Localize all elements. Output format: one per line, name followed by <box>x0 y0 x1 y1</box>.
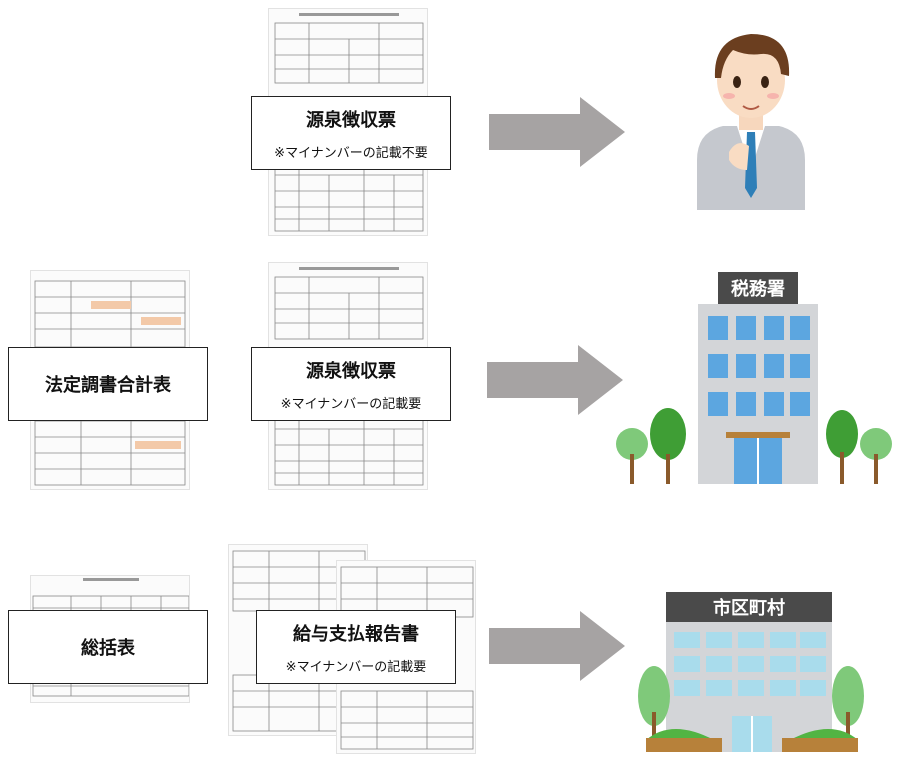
tree-icon <box>638 666 864 740</box>
employee-icon <box>697 34 805 210</box>
municipal-office-sign: 市区町村 <box>666 592 832 622</box>
municipal-office-building-icon: 市区町村 <box>632 592 872 754</box>
summary-box: 総括表 <box>8 610 208 684</box>
arrow-right-icon <box>489 611 625 681</box>
withholding-slip-box-2: 源泉徴収票 ※マイナンバーの記載要 <box>251 347 451 421</box>
box-note: ※マイナンバーの記載要 <box>285 659 427 675</box>
tree-icon <box>616 408 892 484</box>
arrow-right-icon <box>489 97 625 167</box>
box-note: ※マイナンバーの記載要 <box>280 396 422 412</box>
box-title: 源泉徴収票 <box>306 360 396 382</box>
box-title: 総括表 <box>81 638 135 659</box>
box-title: 給与支払報告書 <box>293 623 419 645</box>
salary-report-box: 給与支払報告書 ※マイナンバーの記載要 <box>256 610 456 684</box>
withholding-slip-box-1: 源泉徴収票 ※マイナンバーの記載不要 <box>251 96 451 170</box>
box-note: ※マイナンバーの記載不要 <box>274 145 428 161</box>
tax-office-sign: 税務署 <box>718 272 798 304</box>
box-title: 源泉徴収票 <box>306 109 396 131</box>
box-title: 法定調書合計表 <box>45 375 171 396</box>
tax-office-building-icon: 税務署 <box>614 268 894 488</box>
statutory-summary-box: 法定調書合計表 <box>8 347 208 421</box>
arrow-right-icon <box>487 345 623 415</box>
